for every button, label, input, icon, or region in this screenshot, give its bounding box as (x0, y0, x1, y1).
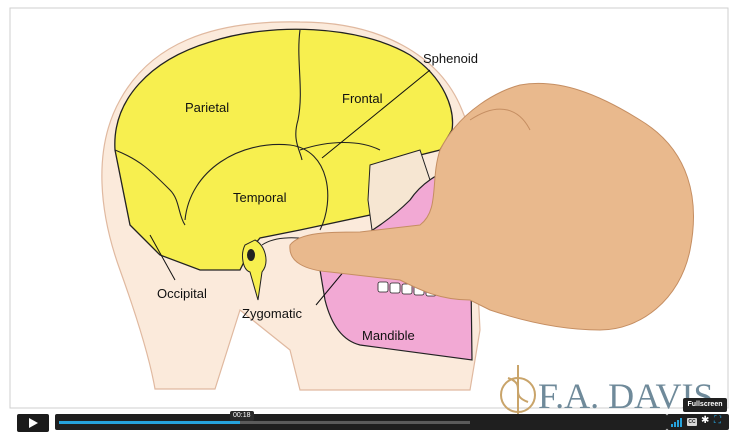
fullscreen-tooltip: Fullscreen (683, 398, 727, 412)
label-frontal: Frontal (342, 91, 383, 106)
play-button[interactable] (17, 414, 49, 432)
fullscreen-icon[interactable]: ⛶ (714, 416, 724, 426)
captions-icon[interactable]: CC (687, 418, 697, 426)
label-parietal: Parietal (185, 100, 229, 115)
player-controls-right: CC ✱ ⛶ (667, 414, 729, 430)
current-time-tooltip: 00:18 (230, 411, 254, 421)
label-zygomatic: Zygomatic (242, 306, 302, 321)
play-icon (29, 418, 38, 428)
label-mandible: Mandible (362, 328, 415, 343)
volume-icon[interactable] (671, 418, 685, 427)
gear-icon[interactable]: ✱ (701, 416, 711, 426)
label-temporal: Temporal (233, 190, 287, 205)
label-occipital: Occipital (157, 286, 207, 301)
progress-bar[interactable] (55, 414, 667, 430)
label-sphenoid: Sphenoid (423, 51, 478, 66)
played-bar (59, 421, 240, 424)
